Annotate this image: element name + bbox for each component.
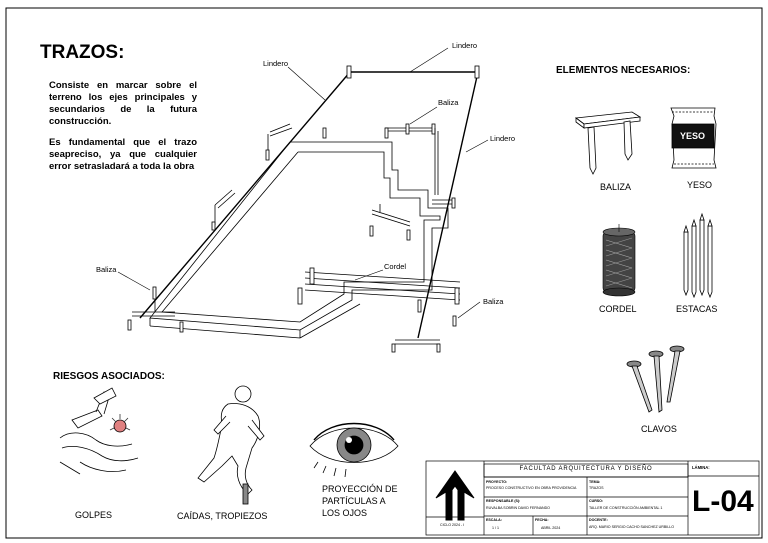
estacas-icon [683, 212, 713, 299]
leader-line [409, 47, 449, 73]
caption-caidas: CAÍDAS, TROPIEZOS [177, 511, 268, 521]
footprint-inner [161, 151, 441, 323]
yeso-bag-icon [670, 107, 717, 169]
caption-baliza: BALIZA [600, 182, 632, 192]
tb-fecha-value: ABRIL 2024 [541, 526, 561, 530]
tb-tema-label: TEMA: [589, 480, 601, 484]
footprint-edge [299, 303, 361, 339]
golpes-hammer-icon [59, 387, 139, 475]
cordel-strings [297, 267, 461, 313]
yeso-bag-label: YESO [680, 131, 706, 141]
leader-line [457, 301, 481, 319]
leader-line [117, 271, 151, 291]
baliza-group [369, 197, 456, 241]
tb-faculty: FACULTAD ARQUITECTURA Y DISEÑO [519, 466, 653, 472]
leader-line [409, 106, 438, 125]
tb-escala-value: 1 / 1 [492, 526, 499, 530]
clavos-icon [626, 345, 685, 413]
eye-icon [309, 422, 399, 478]
caption-cordel: CORDEL [599, 304, 637, 314]
tb-curso-value: TALLER DE CONSTRUCCIÓN AMBIENTAL 1 [589, 506, 663, 510]
trazo-isometric-diagram [117, 47, 489, 353]
label-baliza-right: Baliza [483, 297, 504, 306]
caption-yeso: YESO [687, 180, 713, 190]
leader-line [287, 66, 326, 101]
baliza-group [211, 189, 236, 231]
tb-ciclo: CICLO 2024 - I [440, 523, 465, 527]
tb-lamina-value: L-04 [692, 485, 754, 518]
label-lindero-top: Lindero [452, 41, 478, 50]
tb-escala-label: ESCALA: [486, 518, 502, 522]
north-arrow-icon [435, 470, 475, 521]
footprint-edge [149, 325, 301, 339]
caption-proyeccion-2: PARTÍCULAS A [322, 496, 386, 506]
intro-paragraph-1: Consiste en marcar sobre el terreno los … [49, 80, 197, 127]
label-baliza-top: Baliza [438, 98, 459, 107]
tb-responsable-value: RUVALBA SOBRIN DAVID FERNANDO [486, 506, 550, 510]
lindero-line-left [139, 71, 351, 319]
lindero-line-right [417, 71, 479, 339]
leader-line [465, 139, 489, 153]
intro-paragraph-2: Es fundamental que el trazo seapreciso, … [49, 137, 197, 172]
label-cordel: Cordel [384, 262, 407, 271]
baliza-group [127, 286, 184, 333]
tb-fecha-label: FECHA: [535, 518, 549, 522]
lindero-post [346, 65, 352, 79]
tb-curso-label: CURSO: [589, 499, 604, 503]
tb-docente-value: ARQ. MARIO SERGIO CACHO SANCHEZ URBILLO [589, 525, 675, 529]
caption-proyeccion-3: LOS OJOS [322, 508, 368, 518]
caption-clavos: CLAVOS [641, 424, 677, 434]
caption-estacas: ESTACAS [676, 304, 718, 314]
tb-responsable-label: RESPONSABLE (S): [486, 499, 521, 503]
risks-heading: RIESGOS ASOCIADOS: [53, 371, 165, 382]
tb-proyecto-value: PROCESO CONSTRUCTIVO EN OBRA PROVIDENCIA [486, 486, 577, 490]
elements-heading: ELEMENTOS NECESARIOS: [556, 65, 691, 76]
caption-golpes: GOLPES [75, 510, 113, 520]
footprint-outer [149, 141, 449, 331]
caidas-person-icon [197, 385, 265, 505]
tb-tema-value: TRAZOS [589, 486, 604, 490]
label-lindero-right: Lindero [490, 134, 516, 143]
cordel-spool-icon [602, 224, 636, 297]
title-block [425, 460, 760, 536]
tb-lamina-label: LÁMINA: [692, 465, 710, 470]
leader-line [354, 269, 384, 281]
lindero-post [474, 65, 480, 79]
label-lindero-left: Lindero [263, 59, 289, 68]
tb-proyecto-label: PROYECTO: [486, 480, 508, 484]
sheet-border [5, 7, 763, 539]
page-title: TRAZOS: [40, 42, 125, 63]
baliza-group [265, 123, 327, 161]
tb-docente-label: DOCENTE: [589, 518, 608, 522]
caption-proyeccion-1: PROYECCIÓN DE [322, 484, 398, 494]
baliza-group [384, 123, 439, 195]
baliza-icon [574, 111, 642, 175]
label-baliza-left: Baliza [96, 265, 117, 274]
baliza-group [391, 315, 457, 353]
